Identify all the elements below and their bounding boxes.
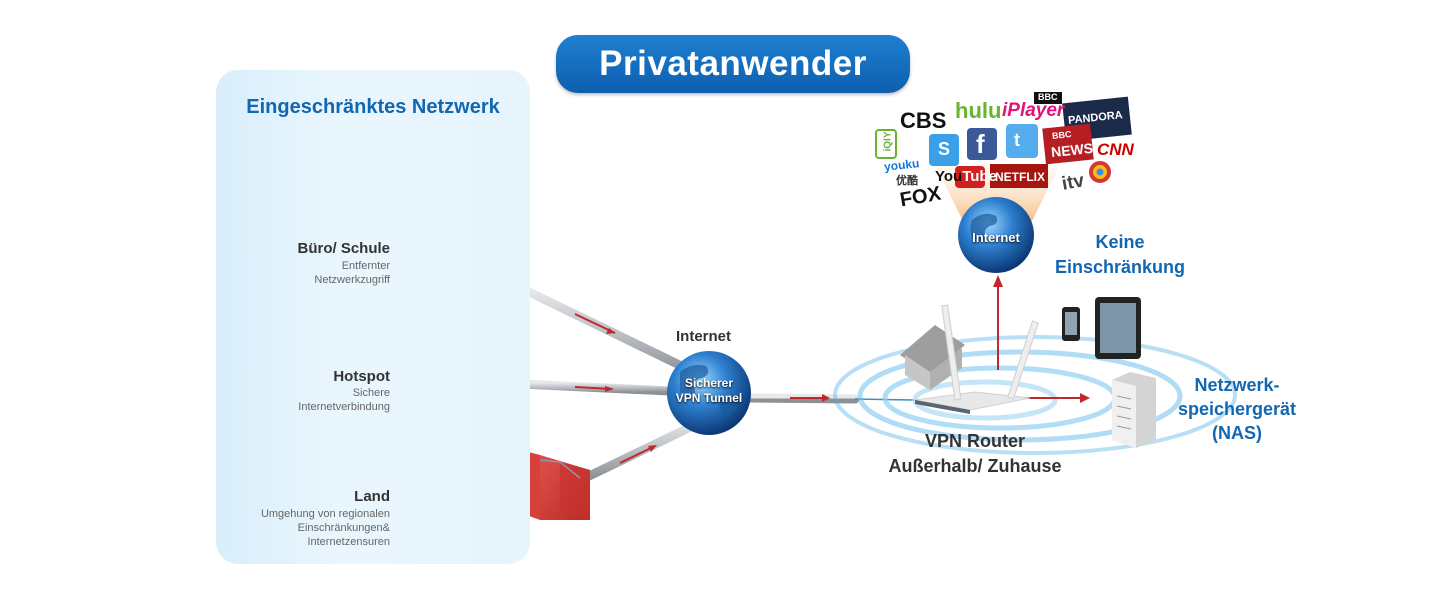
vpn-tube-router [740,393,916,404]
hulu-logo: hulu [955,98,1002,123]
youtube-logo-bg [955,166,985,188]
netflix-logo: NETFLIX [995,170,1045,184]
location-land-sub-2: Einschränkungen& [297,522,390,534]
location-hotspot-name: Hotspot [333,368,390,385]
cnn-logo: CNN [1097,140,1134,159]
restricted-network-title: Eingeschränktes Netzwerk [246,96,500,118]
nas-label-line1: Netzwerk- [1194,375,1280,395]
nas-icon [1112,372,1156,448]
cbs-logo: CBS [900,108,947,133]
iqiyi-logo: iQIY [882,131,894,152]
tablet-icon-home [1095,297,1141,359]
page-title: Privatanwender [556,35,910,93]
location-office-sub-1: Entfernter [341,260,390,272]
location-land-sub-3: Internetzensuren [307,536,390,548]
youtube-logo-tube: Tube [962,168,997,185]
no-restriction-line2: Einschränkung [1054,257,1186,277]
center-globe [667,351,751,435]
location-land-sub-1: Umgehung von regionalen [260,508,390,520]
router-icon [914,304,1039,414]
bbc-news-logo-bg [1042,123,1094,165]
bbc-news-top-logo: BBC [1051,129,1072,141]
iplayer-logo: iPlayer [1002,100,1065,121]
twitter-logo-bg [1006,124,1038,158]
no-restriction-label: Keine Einschränkung [1040,230,1200,280]
vpn-tube-hotspot [495,378,695,397]
router-label-line2: Außerhalb/ Zuhause [888,456,1062,476]
vpn-tunnel-line1: Sicherer [684,376,734,390]
location-hotspot-sub-2: Internetverbindung [298,401,390,413]
vpn-tunnel-label: Sicherer VPN Tunnel [667,376,751,406]
iqiyi-logo-bg [875,129,897,159]
facebook-logo-bg [967,128,997,160]
nas-label-line2: speichergerät [1177,399,1297,419]
skype-icon: S [938,139,951,159]
internet-globe-label: Internet [972,230,1020,245]
center-internet-label: Internet [676,328,732,345]
twitter-icon: t [1014,130,1020,150]
youku-cn-logo: 优酷 [896,175,918,187]
bbc-top-logo: BBC [1038,92,1058,102]
location-office-name: Büro/ Schule [297,240,390,257]
facebook-icon: f [976,129,985,159]
location-hotspot-sub-1: Sichere [352,387,390,399]
nas-label-line3: (NAS) [1212,423,1262,443]
vpn-tunnel-line2: VPN Tunnel [675,391,743,405]
restricted-network-panel [216,70,530,564]
location-land-name: Land [354,488,390,505]
nas-label: Netzwerk- speichergerät (NAS) [1162,373,1312,445]
netflix-logo-bg [990,164,1048,188]
chrome-logo-center [1096,168,1104,176]
bbc-iplayer-logo-bg [1034,92,1062,104]
internet-globe [958,197,1034,273]
youtube-logo: YouTube [935,168,997,186]
youtube-logo-you: You [935,168,963,185]
skype-logo-bg [929,134,959,166]
router-to-internet-arrow [993,275,1003,370]
itv-logo: itv [1060,170,1086,195]
router-label-line1: VPN Router [924,431,1025,451]
no-restriction-line1: Keine [1095,232,1145,252]
router-label: VPN Router Außerhalb/ Zuhause [860,429,1090,479]
location-office-sub-2: Netzwerkzugriff [314,274,390,286]
vpn-tube-office [520,285,705,380]
smartphone-icon [1062,307,1080,341]
